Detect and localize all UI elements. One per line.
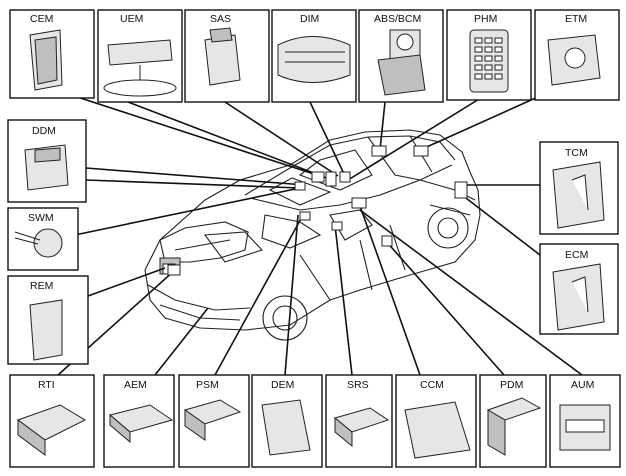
module-label: ETM <box>565 13 587 25</box>
connector-marker <box>381 235 393 247</box>
module-label: CEM <box>30 13 53 25</box>
module-rem: REM <box>7 275 89 365</box>
module-label: PSM <box>196 379 219 391</box>
module-sas: SAS <box>184 9 270 103</box>
connector-marker <box>413 145 429 157</box>
connector-marker <box>311 171 325 183</box>
module-label: AUM <box>571 379 594 391</box>
module-label: PDM <box>500 379 523 391</box>
module-dim: DIM <box>271 9 357 103</box>
module-label: AEM <box>124 379 147 391</box>
module-etm: ETM <box>534 9 620 101</box>
module-label: SAS <box>210 13 231 25</box>
connector-marker <box>167 264 181 276</box>
module-dem: DEM <box>251 374 323 468</box>
connector-marker <box>339 171 351 183</box>
leader-lines <box>57 93 583 376</box>
module-pdm: PDM <box>479 374 547 468</box>
connector-marker <box>371 145 387 157</box>
car-illustration <box>144 129 481 341</box>
module-abs-bcm: ABS/BCM <box>358 9 444 103</box>
module-phm: PHM <box>446 9 532 101</box>
module-label: CCM <box>420 379 444 391</box>
module-rti: RTI <box>9 374 95 468</box>
module-label: RTI <box>38 379 55 391</box>
connector-marker <box>299 211 311 221</box>
module-label: PHM <box>474 13 497 25</box>
module-label: DEM <box>271 379 294 391</box>
module-label: DDM <box>32 125 56 137</box>
module-psm: PSM <box>178 374 250 468</box>
module-ddm: DDM <box>7 119 87 203</box>
module-uem: UEM <box>97 9 183 103</box>
module-aum: AUM <box>549 374 621 468</box>
connector-marker <box>454 181 468 199</box>
module-label: TCM <box>565 147 588 159</box>
connector-marker <box>351 197 367 209</box>
module-tcm: TCM <box>539 141 619 235</box>
connector-marker <box>325 171 337 187</box>
module-label: UEM <box>120 13 143 25</box>
module-ccm: CCM <box>395 374 477 468</box>
connector-marker <box>331 221 343 231</box>
module-label: SWM <box>28 212 54 224</box>
module-aem: AEM <box>103 374 175 468</box>
connector-marker <box>294 181 306 191</box>
module-label: ECM <box>565 249 588 261</box>
module-label: SRS <box>347 379 369 391</box>
module-label: DIM <box>300 13 319 25</box>
module-label: REM <box>30 280 53 292</box>
module-srs: SRS <box>325 374 393 468</box>
module-label: ABS/BCM <box>374 13 421 25</box>
module-ecm: ECM <box>539 243 619 335</box>
module-swm: SWM <box>7 207 79 271</box>
module-cem: CEM <box>9 9 95 99</box>
